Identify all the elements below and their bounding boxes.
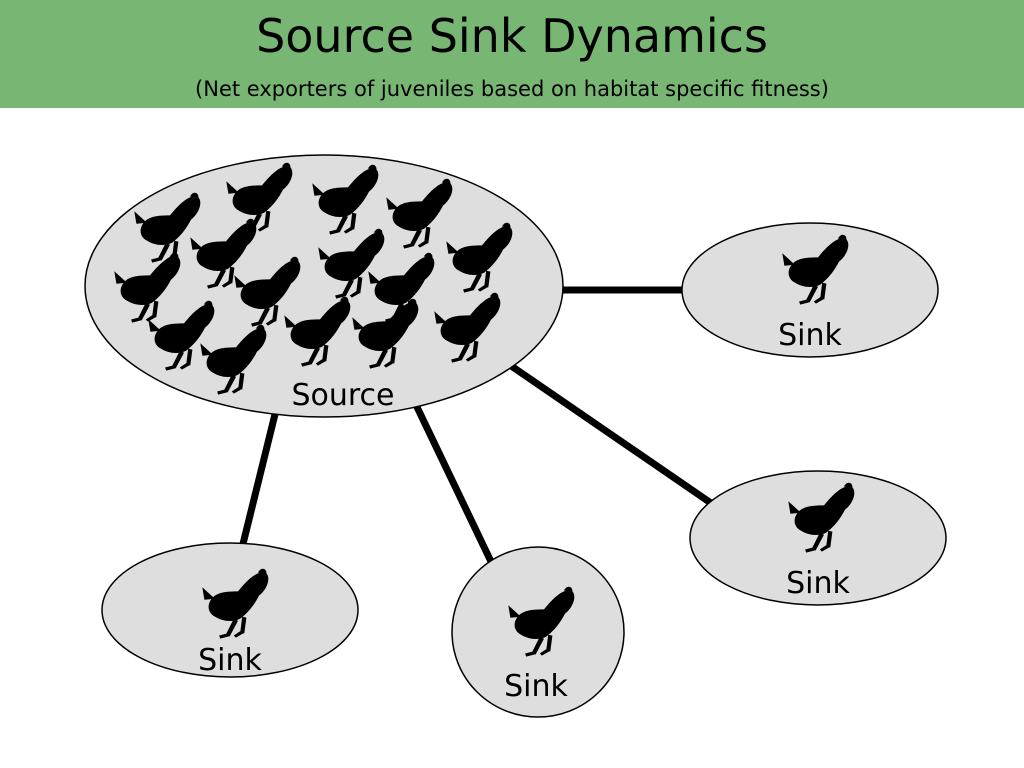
sink-habitat-right: Sink [681, 222, 939, 358]
slide-title: Source Sink Dynamics [256, 9, 768, 63]
source-habitat: Source [84, 154, 564, 418]
sink-habitat-lower-right: Sink [689, 470, 947, 606]
sink-habitat-bottom-left: Sink [101, 542, 359, 678]
slide-subtitle: (Net exporters of juveniles based on hab… [195, 77, 829, 101]
title-banner: Source Sink Dynamics (Net exporters of j… [0, 0, 1024, 108]
sink-label: Sink [504, 669, 568, 704]
sink-habitat-bottom-center: Sink [451, 546, 625, 718]
sink-label: Sink [778, 318, 842, 353]
source-label: Source [291, 378, 394, 413]
sink-ellipse [681, 222, 939, 358]
sink-label: Sink [786, 566, 850, 601]
sink-label: Sink [198, 643, 262, 678]
arrow-to-sink-lower-right [486, 347, 744, 527]
